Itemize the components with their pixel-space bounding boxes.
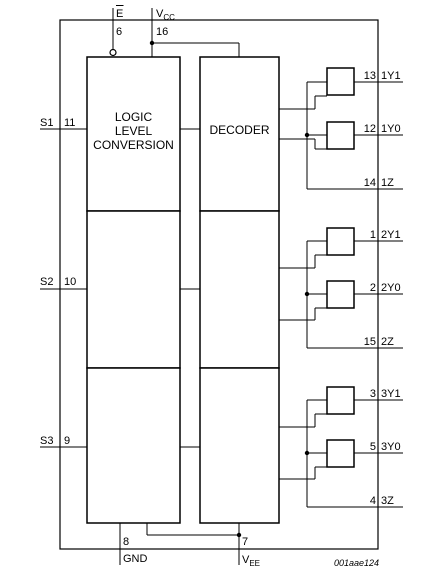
- logic-level-label-line-3: CONVERSION: [93, 138, 174, 152]
- pin-1y1-name: 1Y1: [381, 70, 401, 82]
- e-bar-pin-number: 6: [116, 26, 122, 38]
- pin-1y0-name: 1Y0: [381, 123, 401, 135]
- analog-switch-3y0: [326, 439, 355, 468]
- pin-13-number: 13: [364, 70, 376, 82]
- gnd-pin-name: GND: [123, 553, 148, 565]
- pin-2z-name: 2Z: [381, 336, 394, 348]
- logic-level-conversion-block-3: [86, 367, 181, 524]
- pin-3y1-name: 3Y1: [381, 388, 401, 400]
- drawing-reference: 001aae124: [334, 558, 379, 568]
- pin-14-number: 14: [364, 177, 376, 189]
- decoder-block-1: [199, 56, 280, 212]
- s3-pin-number: 9: [64, 435, 70, 447]
- pin-3-number: 3: [370, 388, 376, 400]
- pin-3y0-name: 3Y0: [381, 441, 401, 453]
- s3-pin-name: S3: [40, 435, 53, 447]
- pin-2y1-name: 2Y1: [381, 229, 401, 241]
- package-outline: [59, 19, 379, 550]
- pin-1-number: 1: [370, 229, 376, 241]
- pin-2y0-name: 2Y0: [381, 282, 401, 294]
- s1-pin-name: S1: [40, 117, 53, 129]
- vcc-pin-number: 16: [156, 26, 168, 38]
- logic-level-conversion-block-2: [86, 210, 181, 369]
- logic-level-label-line-1: LOGIC: [115, 110, 153, 124]
- vcc-junction-dot: [149, 40, 155, 46]
- pin-4-number: 4: [370, 495, 376, 507]
- s1-pin-number: 11: [64, 117, 75, 129]
- vcc-pin-name: VCC: [156, 8, 175, 22]
- pin-12-number: 12: [364, 123, 376, 135]
- vee-junction-dot: [236, 532, 242, 538]
- decoder-label: DECODER: [209, 123, 269, 137]
- analog-switch-3y1: [326, 386, 355, 415]
- pin-15-number: 15: [364, 336, 376, 348]
- logic-level-conversion-block-1: [86, 56, 181, 212]
- pin-3z-name: 3Z: [381, 495, 394, 507]
- e-bar-pin-name: E: [116, 8, 123, 20]
- pin-5-number: 5: [370, 441, 376, 453]
- vee-pin-number: 7: [242, 536, 248, 548]
- logic-level-label-line-2: LEVEL: [115, 124, 153, 138]
- gnd-pin-number: 8: [123, 536, 129, 548]
- pin-1z-name: 1Z: [381, 177, 394, 189]
- analog-switch-2y0: [326, 280, 355, 309]
- s2-pin-number: 10: [64, 276, 76, 288]
- s2-pin-name: S2: [40, 276, 53, 288]
- decoder-block-2: [199, 210, 280, 369]
- pin-2-number: 2: [370, 282, 376, 294]
- analog-switch-1y1: [326, 67, 355, 96]
- analog-switch-1y0: [326, 121, 355, 150]
- vee-pin-name: VEE: [242, 554, 260, 568]
- e-bar-inversion-bubble: [109, 48, 117, 57]
- decoder-block-3: [199, 367, 280, 524]
- analog-switch-2y1: [326, 227, 355, 256]
